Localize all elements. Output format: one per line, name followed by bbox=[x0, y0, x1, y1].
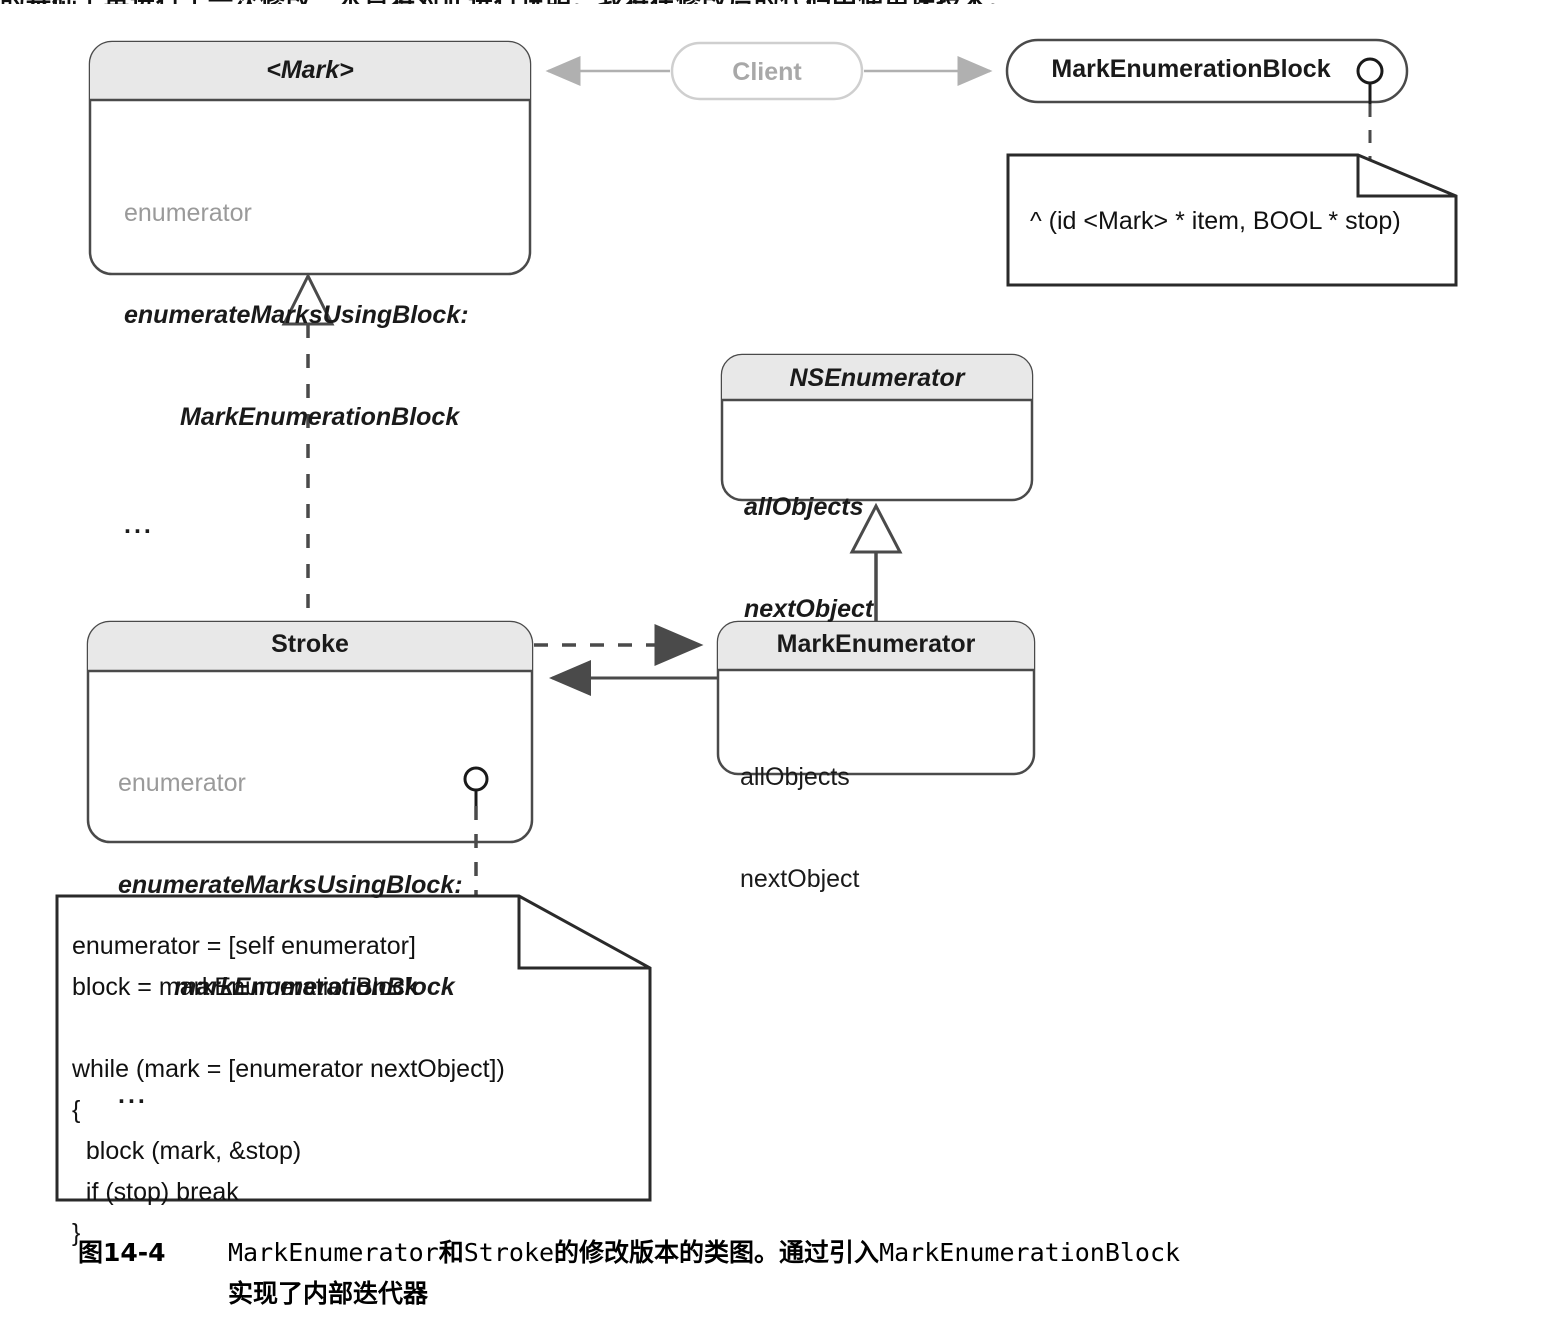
note-stroke-code-text: enumerator = [self enumerator] block = m… bbox=[72, 932, 505, 1247]
nsenumerator-method-nextobject: nextObject bbox=[744, 595, 874, 623]
mark-method-param-type: MarkEnumerationBlock bbox=[180, 403, 460, 431]
class-box-mark[interactable] bbox=[88, 40, 532, 276]
client-box[interactable] bbox=[670, 41, 864, 101]
caption-text-1: 和 bbox=[438, 1238, 464, 1267]
client-label: Client bbox=[732, 58, 802, 86]
class-box-markenumerator[interactable] bbox=[716, 620, 1036, 776]
class-box-stroke-header-fill bbox=[88, 622, 532, 671]
note-stroke-code-outline bbox=[55, 894, 652, 1202]
caption-mono-1: MarkEnumerator bbox=[228, 1238, 439, 1267]
stroke-method-enumerate: enumerateMarksUsingBlock: bbox=[118, 871, 463, 899]
class-title-stroke: Stroke bbox=[271, 630, 349, 658]
note-block-signature-outline bbox=[1006, 153, 1458, 287]
note-stroke-code[interactable] bbox=[55, 894, 652, 1202]
caption-text-2: 的修改版本的类图。通过引入 bbox=[554, 1238, 880, 1267]
class-title-nsenumerator: NSEnumerator bbox=[789, 364, 965, 392]
note-stroke-code-fold bbox=[517, 896, 650, 970]
class-box-stroke[interactable] bbox=[86, 620, 534, 844]
stroke-attr-enumerator: enumerator bbox=[118, 769, 246, 797]
class-body-stroke: enumerator enumerateMarksUsingBlock: mar… bbox=[118, 698, 463, 1180]
caption-mono-3: MarkEnumerationBlock bbox=[879, 1238, 1181, 1267]
class-box-markenumerator-header-fill bbox=[718, 622, 1034, 670]
connector-stroke-realizes-mark bbox=[281, 272, 335, 620]
class-body-markenumerator: allObjects nextObject bbox=[740, 692, 860, 964]
clipped-body-text: 的基础上再进行了一次修改，本章将对此进行说明。我将在修改后的代码中使用块技术。 bbox=[0, 0, 1554, 4]
markenumerator-method-nextobject: nextObject bbox=[740, 865, 860, 893]
connector-markenumerator-inherits-nsenumerator bbox=[849, 502, 903, 622]
mark-attr-enumerator: enumerator bbox=[124, 199, 252, 227]
note-block-signature-text: ^ (id <Mark> * item, BOOL * stop) bbox=[1030, 207, 1401, 235]
note-block-signature[interactable] bbox=[1006, 153, 1458, 287]
figure-number: 图14-4 bbox=[78, 1238, 166, 1267]
class-box-markenumerationblock[interactable] bbox=[1005, 38, 1409, 104]
class-box-mark-header-fill bbox=[90, 42, 530, 100]
nsenumerator-method-allobjects: allObjects bbox=[744, 493, 864, 521]
caption-line-2: 实现了内部迭代器 bbox=[228, 1279, 429, 1308]
markenumerationblock-label: MarkEnumerationBlock bbox=[1051, 55, 1331, 83]
figure-caption: 图14-4 MarkEnumerator和Stroke的修改版本的类图。通过引入M… bbox=[78, 1232, 1498, 1314]
stroke-method-param: markEnumerationBlock bbox=[174, 973, 455, 1001]
class-box-nsenumerator[interactable] bbox=[720, 353, 1034, 502]
class-body-nsenumerator: allObjects nextObject bbox=[744, 422, 873, 694]
lollipop-icon-markenumerationblock bbox=[1356, 57, 1384, 104]
client-box-outline bbox=[670, 41, 864, 101]
class-title-markenumerator: MarkEnumerator bbox=[776, 630, 976, 658]
markenumerator-method-allobjects: allObjects bbox=[740, 763, 850, 791]
markenumerationblock-outline bbox=[1005, 38, 1409, 104]
class-title-mark: <Mark> bbox=[266, 56, 354, 84]
class-box-nsenumerator-header-fill bbox=[722, 355, 1032, 400]
note-block-signature-fold bbox=[1356, 155, 1456, 198]
stroke-ellipsis: ... bbox=[118, 1081, 148, 1109]
lollipop-icon-stroke bbox=[463, 766, 489, 806]
class-body-mark: enumerator enumerateMarksUsingBlock: Mar… bbox=[124, 128, 469, 610]
mark-ellipsis: ... bbox=[124, 511, 154, 539]
mark-method-enumerate: enumerateMarksUsingBlock: bbox=[124, 301, 469, 329]
caption-mono-2: Stroke bbox=[463, 1238, 555, 1267]
